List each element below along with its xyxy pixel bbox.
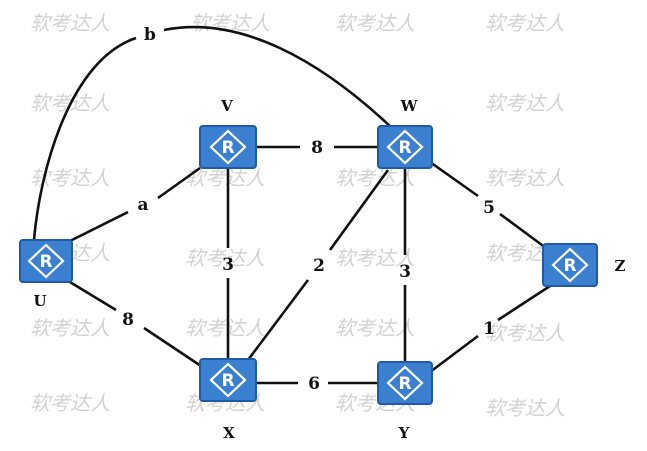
edge-label-x-y: 6 xyxy=(308,374,320,394)
router-diamond-icon xyxy=(386,365,424,401)
router-u: R xyxy=(19,239,73,283)
watermark-text: 软考达人 xyxy=(485,11,565,35)
link-u-w xyxy=(163,25,393,129)
router-body xyxy=(377,361,433,405)
router-x: R xyxy=(199,358,257,402)
watermark-text: 软考达人 xyxy=(30,391,110,415)
router-glyph: R xyxy=(221,138,234,158)
watermark-text: 软考达人 xyxy=(335,246,415,270)
watermark-text: 软考达人 xyxy=(485,166,565,190)
edge-label-w-z: 5 xyxy=(483,198,495,218)
watermark-layer: 软考达人 软考达人 软考达人 软考达人 软考达人 软考达人 软考达人 软考达人 … xyxy=(30,11,565,420)
router-v: R xyxy=(199,125,257,169)
router-body xyxy=(199,125,257,169)
node-label-w: W xyxy=(400,97,419,115)
node-label-v: V xyxy=(220,97,233,115)
link-u-w xyxy=(32,36,137,241)
edge-label-v-x: 3 xyxy=(222,255,234,275)
router-diamond-icon xyxy=(386,129,424,165)
router-diamond-icon xyxy=(209,362,247,398)
link-w-x xyxy=(246,279,310,361)
watermark-text: 软考达人 xyxy=(485,396,565,420)
edge-label-u-x: 8 xyxy=(122,310,134,330)
router-diamond-icon xyxy=(27,243,65,279)
router-body xyxy=(199,358,257,402)
router-glyph: R xyxy=(221,371,234,391)
router-diamond-icon xyxy=(209,129,247,165)
edges-layer xyxy=(32,25,551,385)
link-u-v xyxy=(157,166,201,200)
edge-label-u-v: a xyxy=(137,195,148,215)
watermark-text: 软考达人 xyxy=(485,321,565,345)
watermark-text: 软考达人 xyxy=(185,246,265,270)
router-body xyxy=(377,125,433,169)
router-glyph: R xyxy=(39,252,52,272)
node-label-z: Z xyxy=(615,257,626,275)
edge-labels-layer: b a 8 8 3 2 3 5 6 1 xyxy=(122,25,495,394)
edge-label-y-z: 1 xyxy=(483,319,495,339)
node-label-x: X xyxy=(223,424,235,442)
link-w-z xyxy=(429,160,479,198)
watermark-text: 软考达人 xyxy=(30,11,110,35)
node-label-u: U xyxy=(33,292,46,310)
router-z: R xyxy=(542,243,598,287)
router-glyph: R xyxy=(563,256,576,276)
edge-label-v-w: 8 xyxy=(311,138,323,158)
router-y: R xyxy=(377,361,433,405)
link-y-z xyxy=(429,334,479,374)
watermark-text: 软考达人 xyxy=(185,316,265,340)
router-glyph: R xyxy=(398,374,411,394)
edge-label-w-x: 2 xyxy=(313,256,325,276)
node-label-y: Y xyxy=(398,424,410,442)
watermark-text: 软考达人 xyxy=(485,91,565,115)
watermark-text: 软考达人 xyxy=(335,11,415,35)
router-body xyxy=(542,243,598,287)
node-labels-layer: U V W X Y Z xyxy=(33,97,625,442)
edge-label-u-w: b xyxy=(144,25,156,45)
router-w: R xyxy=(377,125,433,169)
watermark-text: 软考达人 xyxy=(335,316,415,340)
link-w-x xyxy=(328,169,390,251)
router-diamond-icon xyxy=(551,247,589,283)
edge-label-w-y: 3 xyxy=(399,262,411,282)
router-glyph: R xyxy=(398,138,411,158)
link-w-z xyxy=(499,212,547,250)
link-y-z xyxy=(497,284,551,322)
router-body xyxy=(19,239,73,283)
watermark-text: 软考达人 xyxy=(30,316,110,340)
